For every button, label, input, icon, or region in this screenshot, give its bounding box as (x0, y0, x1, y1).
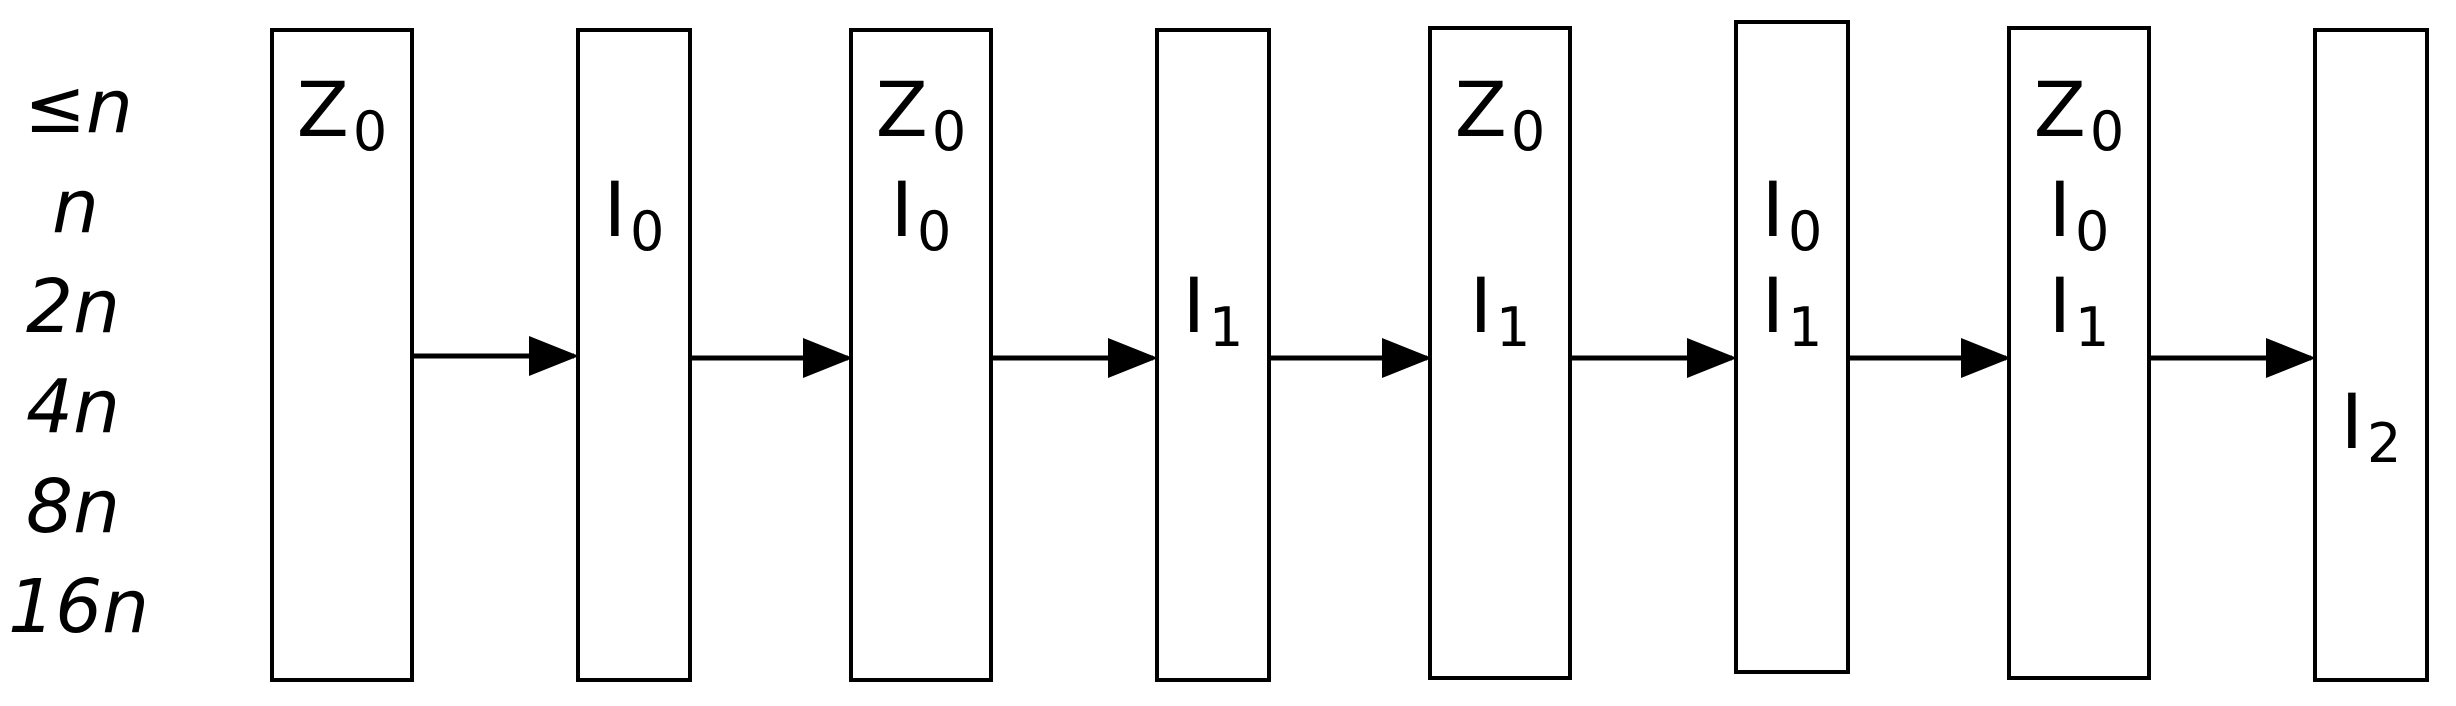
cell-label-subscript: 0 (1788, 200, 1822, 263)
cell-label-subscript: 1 (1788, 296, 1822, 359)
cell-label-i1: I1 (1183, 261, 1244, 359)
cell-label-base: I (1762, 261, 1784, 350)
cell-label-subscript: 1 (1209, 296, 1243, 359)
cell-label-z0: Z0 (1455, 65, 1545, 163)
cell-label-base: I (1762, 165, 1784, 254)
cell-label-i0: I0 (891, 165, 952, 263)
cell-label-base: Z (297, 65, 349, 154)
cell-label-subscript: 0 (932, 100, 966, 163)
cell-label-i2: I2 (2341, 377, 2402, 475)
cell-label-base: I (1183, 261, 1205, 350)
cell-label-i1: I1 (2049, 261, 2110, 359)
cell-label-i0: I0 (604, 165, 665, 263)
cell-label-i1: I1 (1470, 261, 1531, 359)
cell-label-z0: Z0 (876, 65, 966, 163)
cell-label-base: I (2049, 165, 2071, 254)
row-labels: ≤n n 2n 4n 8n 16n (8, 64, 149, 650)
cell-label-base: I (2049, 261, 2071, 350)
row-label-n: n (52, 164, 99, 250)
row-label-16n: 16n (8, 564, 149, 650)
cell-label-i1: I1 (1762, 261, 1823, 359)
cell-label-base: I (1470, 261, 1492, 350)
cell-label-subscript: 0 (2075, 200, 2109, 263)
cell-label-base: Z (1455, 65, 1507, 154)
row-label-le-n: ≤n (24, 64, 133, 150)
box-1 (270, 28, 414, 682)
row-label-2n: 2n (26, 264, 120, 350)
box-2 (576, 28, 692, 682)
cell-label-base: I (891, 165, 913, 254)
cell-label-subscript: 2 (2367, 412, 2401, 475)
arrows (414, 336, 2316, 378)
cell-label-subscript: 0 (630, 200, 664, 263)
cell-label-i0: I0 (2049, 165, 2110, 263)
box-8 (2313, 28, 2429, 682)
cell-label-subscript: 0 (353, 100, 387, 163)
cell-label-i0: I0 (1762, 165, 1823, 263)
cell-label-z0: Z0 (2034, 65, 2124, 163)
cell-label-base: Z (2034, 65, 2086, 154)
cell-label-z0: Z0 (297, 65, 387, 163)
row-label-4n: 4n (26, 364, 120, 450)
cell-label-subscript: 1 (2075, 296, 2109, 359)
cell-label-base: Z (876, 65, 928, 154)
cell-label-subscript: 1 (1496, 296, 1530, 359)
cell-label-subscript: 0 (917, 200, 951, 263)
cell-label-subscript: 0 (2090, 100, 2124, 163)
cell-label-base: I (604, 165, 626, 254)
cell-label-subscript: 0 (1511, 100, 1545, 163)
cell-label-base: I (2341, 377, 2363, 466)
row-label-8n: 8n (26, 464, 120, 550)
